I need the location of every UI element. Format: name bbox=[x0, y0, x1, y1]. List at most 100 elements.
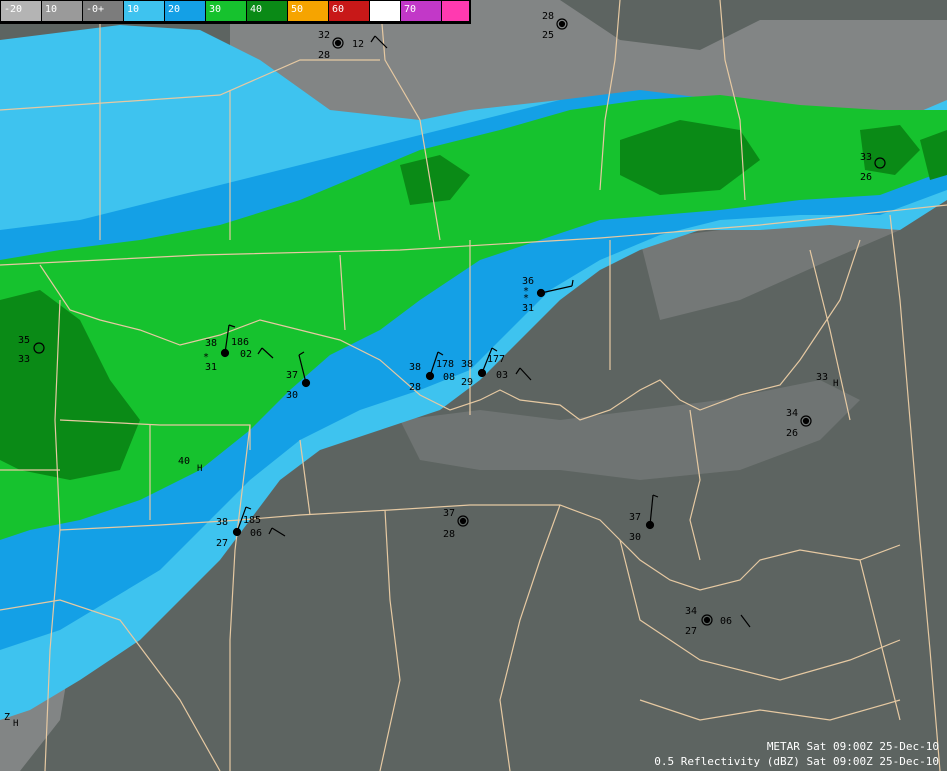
station-temp: 28 bbox=[542, 11, 554, 22]
station-dew: 28 bbox=[409, 382, 421, 393]
high-pressure-symbol: H bbox=[13, 719, 18, 729]
wind-barb bbox=[429, 351, 439, 377]
sky-cover-dot bbox=[334, 39, 342, 47]
station-code: 186 bbox=[231, 337, 249, 348]
station-temp: 36 bbox=[522, 276, 534, 287]
color-bar-label: 40 bbox=[250, 4, 263, 15]
station-dew: 28 bbox=[443, 529, 455, 540]
station-temp: 38 bbox=[205, 338, 217, 349]
station-temp: 32 bbox=[318, 30, 330, 41]
station-plot[interactable] bbox=[33, 342, 45, 354]
station-plot[interactable] bbox=[232, 506, 286, 537]
station-plot[interactable] bbox=[701, 614, 751, 628]
station-temp: Z bbox=[4, 712, 10, 723]
station-pressure: 06 bbox=[720, 616, 732, 627]
sky-cover-circle bbox=[800, 415, 812, 427]
wind-barb bbox=[236, 506, 247, 533]
station-pressure: 12 bbox=[352, 39, 364, 50]
station-dew: 30 bbox=[286, 390, 298, 401]
wind-barb bbox=[298, 354, 307, 384]
sky-cover-dot bbox=[558, 20, 566, 28]
station-plot[interactable] bbox=[298, 351, 311, 388]
color-bar-label: 30 bbox=[209, 4, 222, 15]
station-dew: 26 bbox=[860, 172, 872, 183]
dark-green-echo-cores bbox=[0, 120, 947, 480]
station-pressure: 03 bbox=[496, 370, 508, 381]
wind-barb bbox=[649, 494, 654, 526]
wind-barb-flag bbox=[515, 367, 521, 375]
station-plot[interactable] bbox=[332, 35, 388, 49]
station-temp: 35 bbox=[18, 335, 30, 346]
wind-barb bbox=[481, 347, 493, 374]
wind-barb bbox=[271, 527, 286, 537]
wind-barb-flag bbox=[571, 279, 574, 287]
station-plot[interactable] bbox=[556, 18, 568, 30]
color-bar-segment: 50 bbox=[288, 1, 329, 21]
color-bar-segment: 70 bbox=[401, 1, 442, 21]
wind-barb-flag bbox=[298, 351, 305, 356]
station-temp: 33 bbox=[816, 372, 828, 383]
metar-caption: METAR Sat 09:00Z 25-Dec-10 bbox=[766, 740, 939, 753]
wind-barb-flag bbox=[370, 35, 376, 43]
station-temp: 38 bbox=[409, 362, 421, 373]
station-dew: 25 bbox=[542, 30, 554, 41]
wind-barb-flag bbox=[245, 506, 252, 510]
snow-symbol: * bbox=[523, 293, 529, 304]
station-temp: 37 bbox=[286, 370, 298, 381]
station-temp: 37 bbox=[629, 512, 641, 523]
sky-cover-circle bbox=[457, 515, 469, 527]
station-dew: 33 bbox=[18, 354, 30, 365]
station-plot[interactable]: * * bbox=[523, 279, 574, 304]
station-plot[interactable] bbox=[477, 347, 532, 381]
sky-cover-dot bbox=[459, 517, 467, 525]
wind-barb-flag bbox=[652, 494, 659, 498]
station-plot[interactable] bbox=[874, 157, 886, 169]
station-plot[interactable] bbox=[645, 494, 659, 530]
sky-cover-circle bbox=[701, 614, 713, 626]
station-pressure: 02 bbox=[240, 349, 252, 360]
wind-barb-flag bbox=[437, 351, 444, 356]
color-bar-segment: 10 bbox=[124, 1, 165, 21]
color-bar-segment: 20 bbox=[165, 1, 206, 21]
station-labels: 32 28 12 28 25 33 26 35 33 38 31 02 186 … bbox=[4, 11, 872, 729]
station-plot[interactable]: * bbox=[203, 324, 274, 363]
station-dew: 31 bbox=[205, 362, 217, 373]
station-plot[interactable] bbox=[800, 415, 812, 427]
sky-cover-circle bbox=[556, 18, 568, 30]
station-dew: 27 bbox=[216, 538, 228, 549]
color-bar-segment: 30 bbox=[206, 1, 247, 21]
color-bar-label: 20 bbox=[168, 4, 181, 15]
station-plots: * * * bbox=[33, 18, 886, 628]
color-bar-label: 70 bbox=[404, 4, 417, 15]
station-pressure: 08 bbox=[443, 372, 455, 383]
high-pressure-symbol: H bbox=[833, 379, 838, 389]
station-plot[interactable] bbox=[425, 351, 444, 381]
color-bar-segment: 60 bbox=[329, 1, 370, 21]
high-pressure-symbol: H bbox=[197, 464, 202, 474]
sky-cover-dot bbox=[703, 616, 711, 624]
station-temp: 33 bbox=[860, 152, 872, 163]
station-code: 185 bbox=[243, 515, 261, 526]
sky-cover-circle bbox=[874, 157, 886, 169]
wind-barb-flag bbox=[491, 347, 498, 352]
color-bar-segment bbox=[370, 1, 401, 21]
station-temp: 38 bbox=[216, 517, 228, 528]
wind-barb bbox=[740, 614, 751, 628]
station-dew: 28 bbox=[318, 50, 330, 61]
green-echo-band bbox=[0, 95, 947, 540]
sky-cover-circle bbox=[33, 342, 45, 354]
color-bar-segment bbox=[442, 1, 470, 21]
wind-barb-flag bbox=[257, 347, 263, 355]
station-dew: 27 bbox=[685, 626, 697, 637]
station-temp: 40 bbox=[178, 456, 190, 467]
station-dew: 30 bbox=[629, 532, 641, 543]
station-plot[interactable] bbox=[457, 515, 469, 527]
station-temp: 38 bbox=[461, 359, 473, 370]
color-bar-label: 10 bbox=[127, 4, 140, 15]
wind-barb bbox=[519, 367, 532, 381]
radar-product-caption: 0.5 Reflectivity (dBZ) Sat 09:00Z 25-Dec… bbox=[654, 755, 939, 768]
